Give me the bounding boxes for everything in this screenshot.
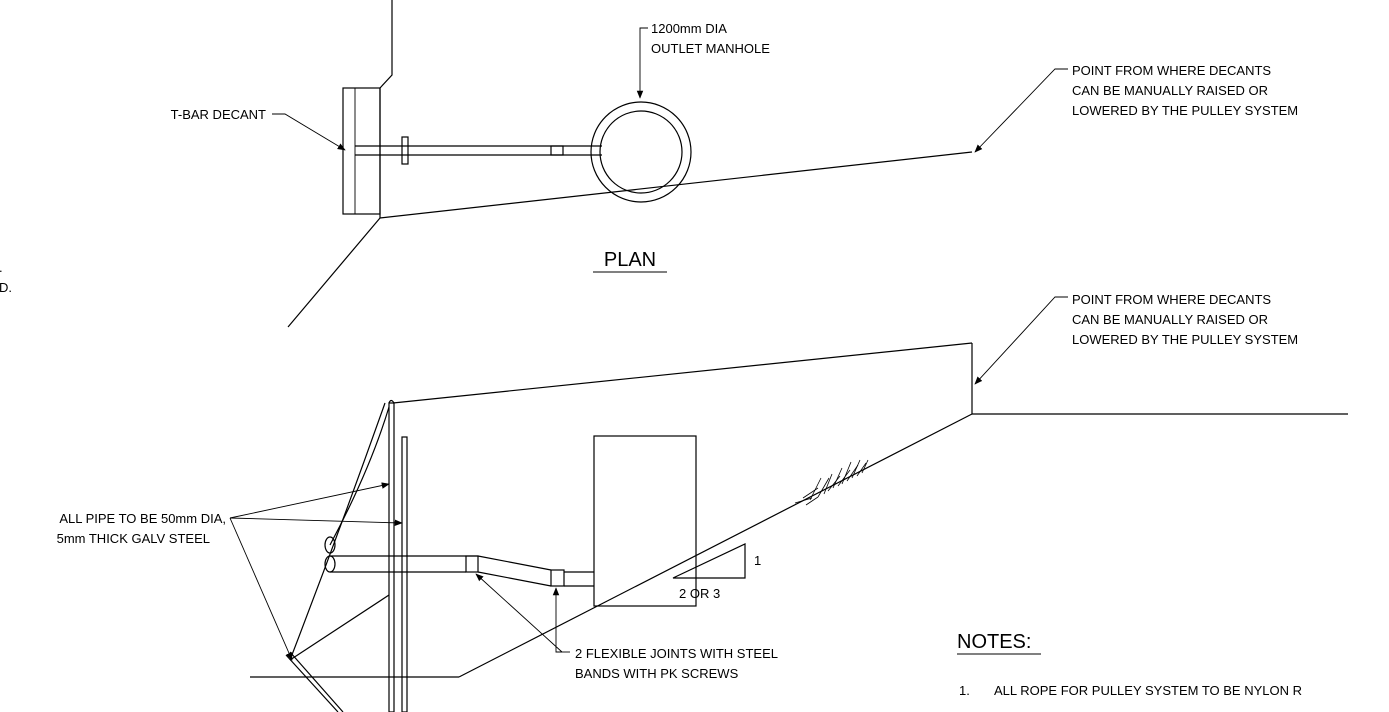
plan-manhole-leader [636, 27, 648, 99]
section-rope-pulled [285, 654, 339, 712]
plan-pulley-label-3: LOWERED BY THE PULLEY SYSTEM [1072, 103, 1298, 118]
section-embankment [458, 413, 973, 678]
notes-heading: NOTES: [957, 631, 1031, 653]
section-decant-board [388, 402, 395, 712]
cut-text-1: . [0, 260, 3, 275]
slope-triangle [672, 543, 746, 579]
section-pulley-label-3: LOWERED BY THE PULLEY SYSTEM [1072, 332, 1298, 347]
section-pipe-end-upper [324, 536, 336, 554]
joints-leader-1 [475, 573, 563, 653]
slope-vertical: 1 [754, 553, 761, 568]
plan-pipe-bracket [401, 136, 409, 165]
plan-pulley-label-1: POINT FROM WHERE DECANTS [1072, 63, 1271, 78]
joints-label-2: BANDS WITH PK SCREWS [575, 666, 739, 681]
plan-pulley-label-2: CAN BE MANUALLY RAISED OR [1072, 83, 1268, 98]
notes: NOTES: 1. ALL ROPE FOR PULLEY SYSTEM TO … [957, 631, 1302, 698]
plan-decant-board [342, 87, 381, 215]
joints-label-1: 2 FLEXIBLE JOINTS WITH STEEL [575, 646, 778, 661]
section-joint-2 [550, 569, 565, 587]
plan-embankment-line [379, 151, 973, 219]
plan-wall-outline [379, 0, 393, 218]
plan-title: PLAN [604, 249, 656, 271]
plan-view: 1200mm DIA OUTLET MANHOLE T-BAR DECANT P… [0, 0, 1298, 328]
pipe-leader-2 [229, 517, 403, 527]
cut-text-2: D. [0, 280, 12, 295]
plan-manhole-outer [590, 101, 692, 203]
section-manhole [593, 435, 697, 607]
section-rope-upper [329, 406, 390, 546]
notes-item1-text: ALL ROPE FOR PULLEY SYSTEM TO BE NYLON R [994, 683, 1302, 698]
section-joint-1 [465, 555, 479, 573]
section-top-line [392, 342, 973, 404]
section-decant-post [401, 436, 408, 712]
pipe-label-2: 5mm THICK GALV STEEL [57, 531, 210, 546]
section-pulley-label-2: CAN BE MANUALLY RAISED OR [1072, 312, 1268, 327]
embankment-hatch [794, 459, 869, 506]
notes-item1-number: 1. [959, 683, 970, 698]
pipe-leader-3 [229, 517, 293, 661]
plan-decant-label: T-BAR DECANT [171, 107, 266, 122]
plan-pipe-joint [550, 145, 564, 156]
plan-pulley-leader [974, 68, 1068, 153]
pipe-leader-1 [229, 482, 390, 519]
plan-decant-leader [272, 113, 346, 151]
plan-cut-line [287, 217, 381, 328]
joints-leader-2 [552, 587, 562, 653]
plan-manhole-label-2: OUTLET MANHOLE [651, 41, 770, 56]
slope-horizontal: 2 OR 3 [679, 586, 720, 601]
plan-manhole-label-1: 1200mm DIA [651, 21, 727, 36]
section-rope-lower [289, 402, 386, 661]
pipe-label-1: ALL PIPE TO BE 50mm DIA, [59, 511, 226, 526]
section-view: 1 2 OR 3 POINT FROM WHERE DECANTS CAN BE… [57, 292, 1348, 712]
plan-manhole-inner [599, 110, 683, 194]
section-pulley-leader [974, 296, 1068, 385]
section-pulley-label-1: POINT FROM WHERE DECANTS [1072, 292, 1271, 307]
